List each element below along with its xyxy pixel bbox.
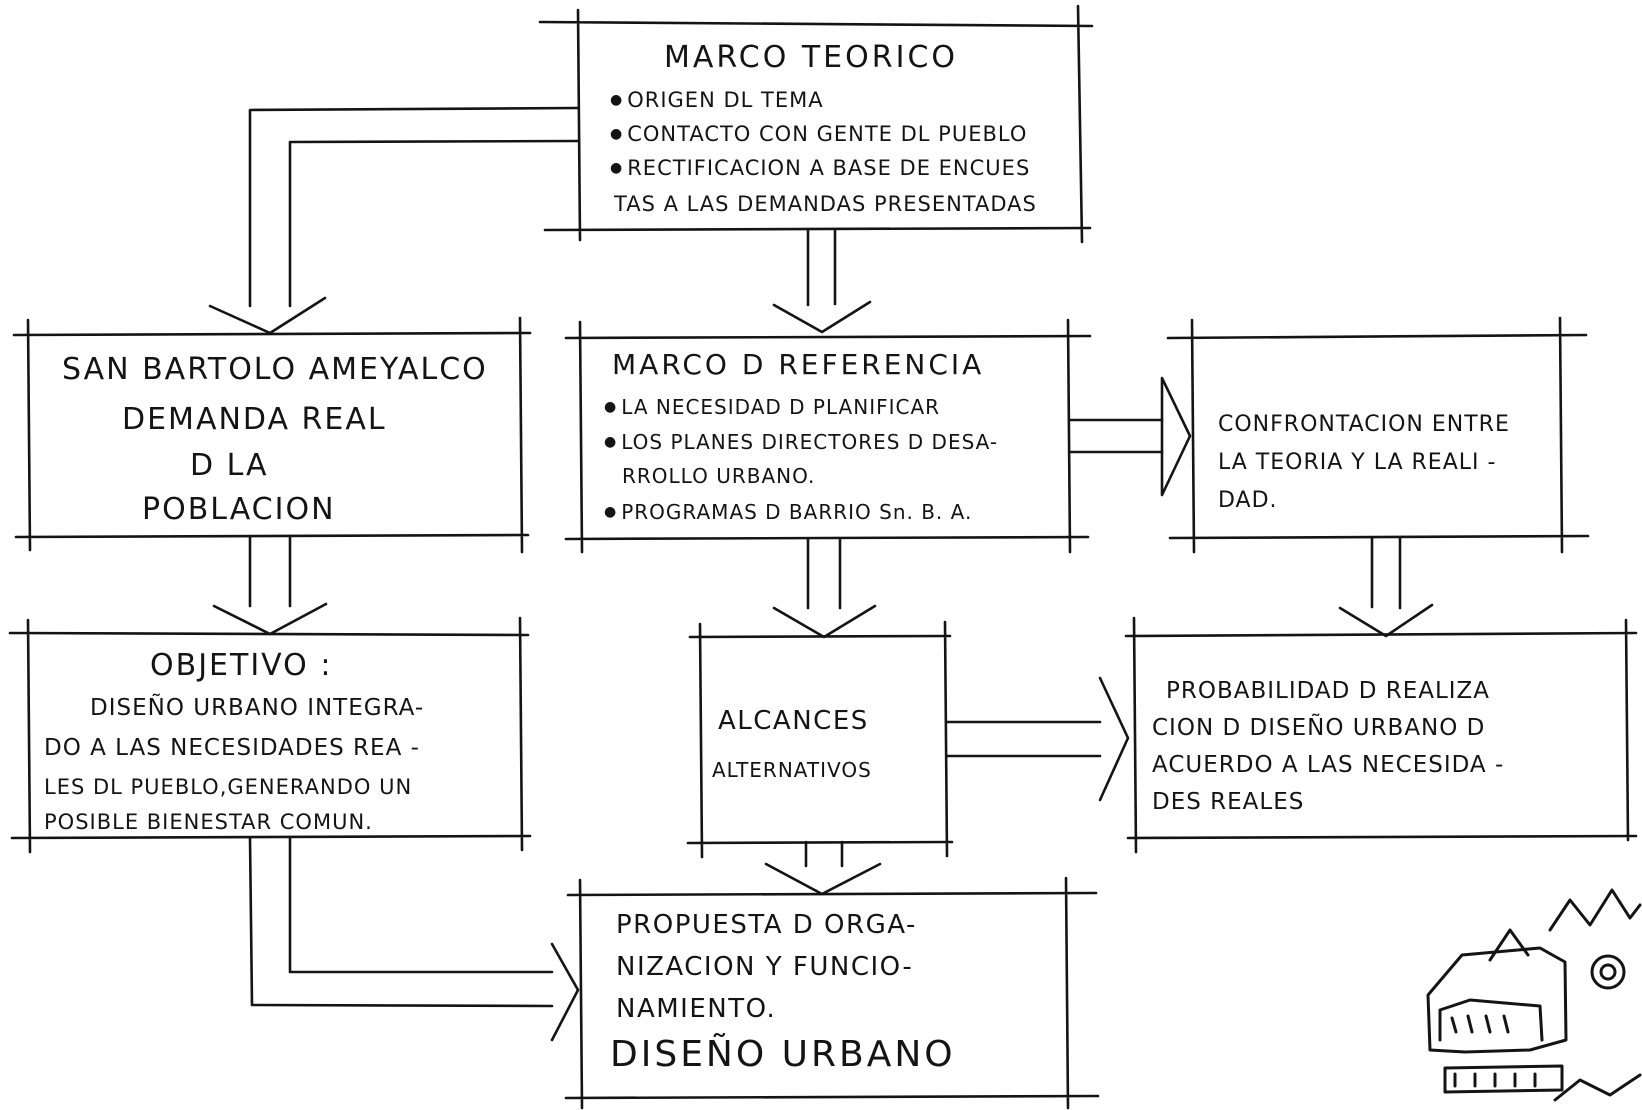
alcances-line: ALCANCES: [718, 706, 869, 736]
arrow-alcances-to-propuesta: [764, 840, 882, 896]
box-frame-alcances: [686, 620, 954, 859]
box-frame-marco-referencia: [564, 318, 1092, 554]
propuesta-line: NIZACION Y FUNCIO-: [616, 952, 914, 982]
arrow-alcances-to-probabilidad: [945, 676, 1130, 802]
propuesta-line: PROPUESTA D ORGA-: [616, 910, 917, 940]
san-bartolo-line: D LA: [190, 448, 269, 483]
arrow-san-bartolo-to-objetivo: [212, 535, 328, 636]
box-frame-marco-teorico: [538, 4, 1094, 244]
arrow-teorico-to-san-bartolo: [208, 106, 580, 335]
box-frame-propuesta: [564, 876, 1100, 1110]
objetivo-line: LES DL PUEBLO,GENERANDO UN: [44, 775, 413, 799]
probabilidad-line: PROBABILIDAD D REALIZA: [1166, 678, 1491, 704]
aztec-serpent-head-icon: [1426, 888, 1642, 1102]
marco-teorico-item: TAS A LAS DEMANDAS PRESENTADAS: [614, 192, 1037, 216]
san-bartolo-line: DEMANDA REAL: [122, 402, 387, 437]
confrontacion-line: LA TEORIA Y LA REALI -: [1218, 450, 1497, 475]
marco-referencia-item: PROGRAMAS D BARRIO Sn. B. A.: [604, 500, 972, 524]
box-frame-probabilidad: [1124, 616, 1638, 854]
objetivo-title: OBJETIVO :: [150, 648, 333, 683]
arrow-confrontacion-to-probabilidad: [1338, 536, 1434, 638]
arrow-teorico-to-referencia: [772, 228, 872, 334]
marco-teorico-item: CONTACTO CON GENTE DL PUEBLO: [610, 122, 1027, 146]
san-bartolo-line: SAN BARTOLO AMEYALCO: [62, 352, 488, 387]
probabilidad-line: ACUERDO A LAS NECESIDA -: [1152, 752, 1505, 778]
arrow-objetivo-to-propuesta: [248, 836, 580, 1042]
marco-referencia-item: LA NECESIDAD D PLANIFICAR: [604, 395, 940, 419]
box-frame-san-bartolo: [12, 316, 532, 554]
arrow-referencia-to-alcances: [772, 537, 877, 639]
marco-teorico-item: RECTIFICACION A BASE DE ENCUES: [610, 156, 1030, 180]
objetivo-line: DISEÑO URBANO INTEGRA-: [90, 695, 425, 721]
san-bartolo-line: POBLACION: [142, 492, 336, 527]
box-frame-confrontacion: [1166, 316, 1590, 554]
confrontacion-line: DAD.: [1218, 488, 1278, 513]
arrow-referencia-to-confrontacion: [1068, 376, 1192, 497]
probabilidad-line: DES REALES: [1152, 789, 1305, 815]
objetivo-line: DO A LAS NECESIDADES REA -: [44, 735, 420, 761]
alcances-line: ALTERNATIVOS: [712, 758, 872, 782]
marco-referencia-item: LOS PLANES DIRECTORES D DESA-: [604, 430, 998, 454]
objetivo-line: POSIBLE BIENESTAR COMUN.: [44, 810, 373, 834]
probabilidad-line: CION D DISEÑO URBANO D: [1152, 715, 1486, 741]
marco-teorico-title: MARCO TEORICO: [664, 40, 958, 75]
propuesta-line: NAMIENTO.: [616, 994, 777, 1024]
marco-referencia-title: MARCO D REFERENCIA: [612, 348, 985, 381]
confrontacion-line: CONFRONTACION ENTRE: [1218, 412, 1510, 437]
propuesta-line: DISEÑO URBANO: [610, 1034, 956, 1075]
marco-teorico-item: ORIGEN DL TEMA: [610, 88, 824, 112]
marco-referencia-item: RROLLO URBANO.: [622, 464, 816, 488]
